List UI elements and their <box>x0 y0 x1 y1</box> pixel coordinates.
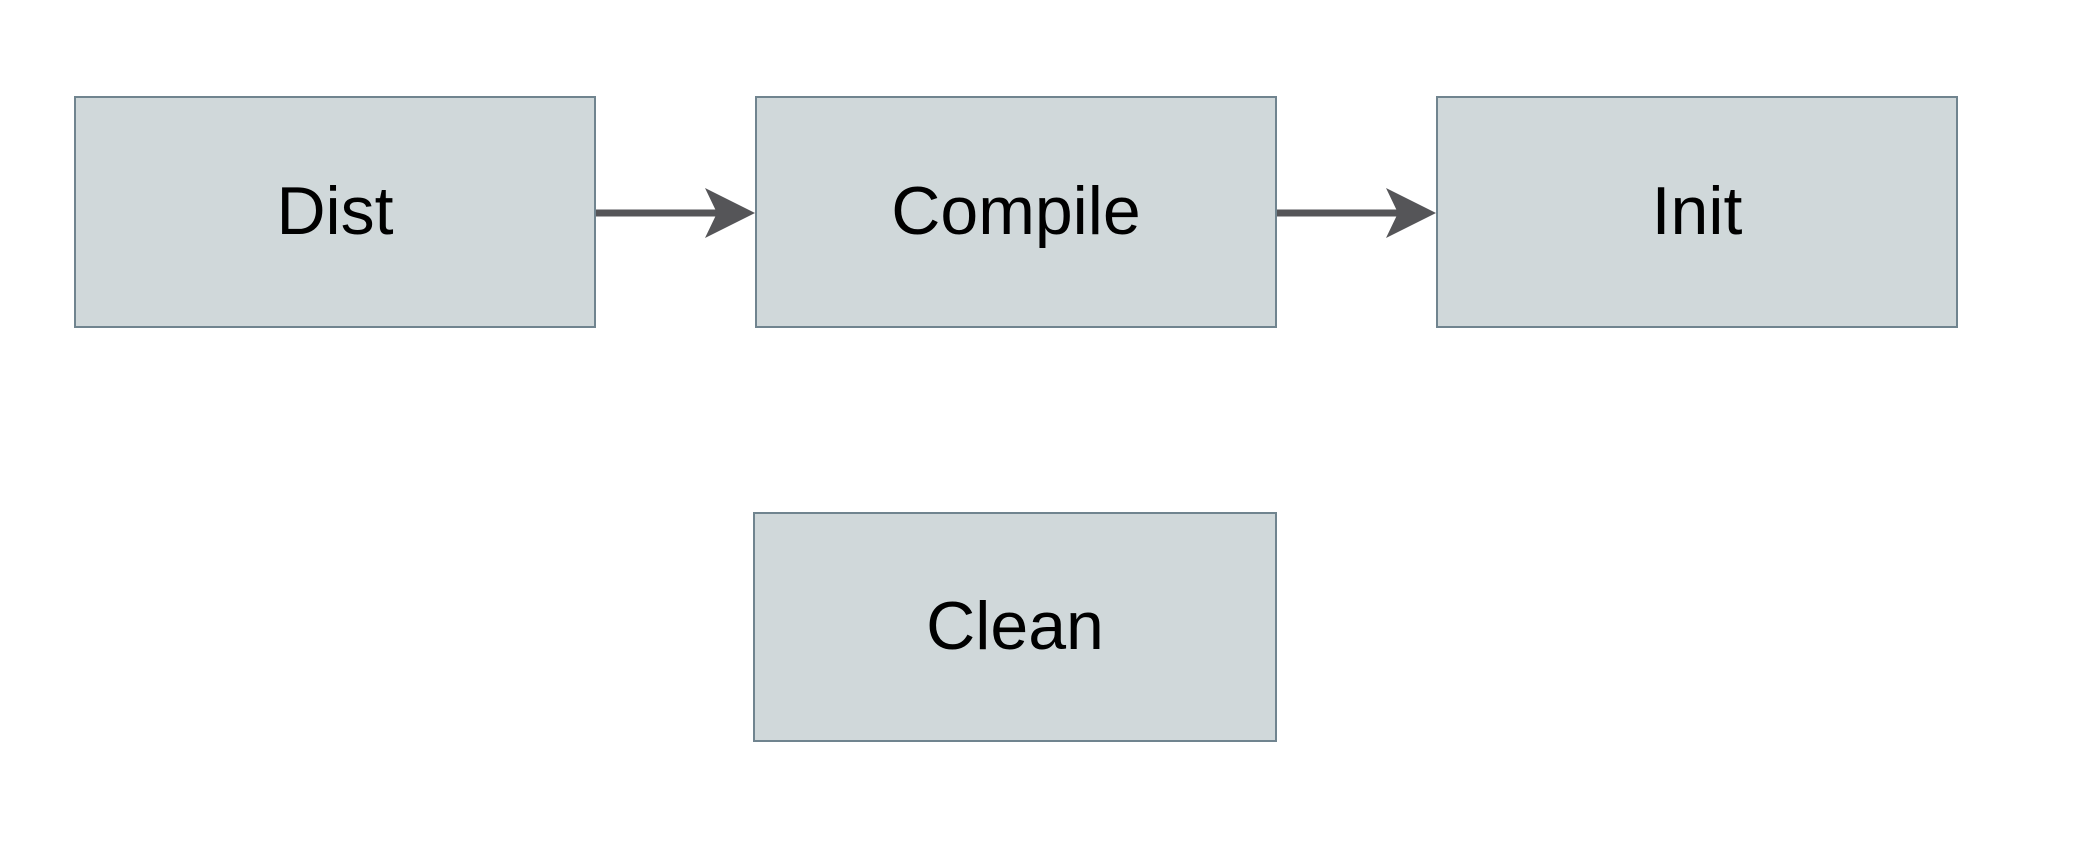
edge-compile-to-init-arrowhead-icon <box>1386 188 1436 238</box>
node-dist-shape[interactable] <box>74 96 596 328</box>
node-compile[interactable]: Compile <box>755 96 1277 328</box>
edge-compile-to-init[interactable] <box>1277 188 1436 238</box>
node-dist[interactable]: Dist <box>74 96 596 328</box>
node-dist-label: Dist <box>276 173 393 249</box>
node-clean[interactable]: Clean <box>753 512 1277 742</box>
node-clean-label: Clean <box>926 588 1104 664</box>
node-compile-shape[interactable] <box>755 96 1277 328</box>
node-compile-label: Compile <box>891 173 1140 249</box>
edge-dist-to-compile-arrowhead-icon <box>705 188 755 238</box>
node-clean-shape[interactable] <box>753 512 1277 742</box>
node-init[interactable]: Init <box>1436 96 1958 328</box>
node-init-shape[interactable] <box>1436 96 1958 328</box>
edge-dist-to-compile[interactable] <box>596 188 755 238</box>
node-init-label: Init <box>1652 173 1743 249</box>
